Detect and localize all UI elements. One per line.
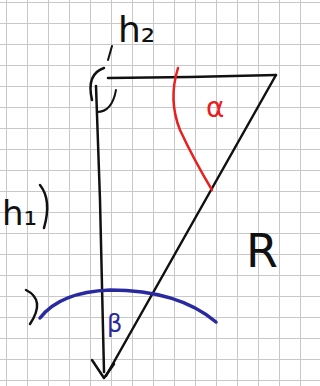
angle-label: α — [206, 94, 224, 122]
right-angle-mark — [97, 90, 116, 112]
corner-bracket — [91, 68, 105, 100]
tick-mark — [108, 46, 112, 60]
angle-arc — [173, 68, 212, 190]
dimension-label: R — [246, 228, 278, 274]
dimension-label: h₂ — [118, 12, 155, 48]
vertex-mark — [92, 360, 114, 378]
dimension-bracket — [26, 290, 37, 324]
vertical-side — [96, 86, 104, 372]
dimension-label: h₁ — [2, 196, 37, 230]
top-side — [108, 75, 276, 78]
angle-arc — [40, 290, 216, 322]
angle-label: β — [107, 312, 122, 336]
hypotenuse — [106, 75, 276, 376]
dimension-bracket — [40, 185, 47, 228]
